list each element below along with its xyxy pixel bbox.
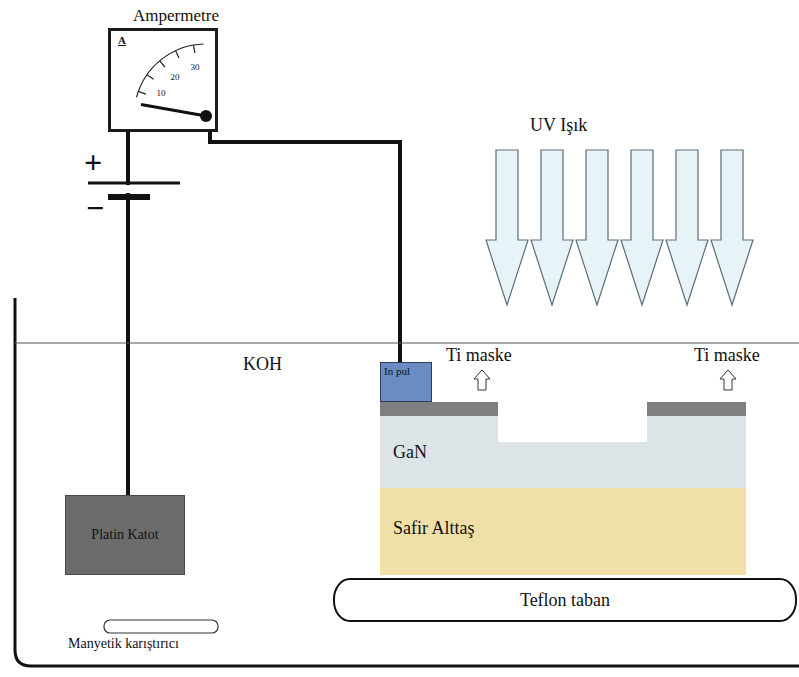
scale-number: 10 — [157, 89, 166, 98]
battery-plate — [108, 194, 150, 200]
meter-scale — [137, 44, 204, 97]
liquid-surface — [15, 343, 799, 344]
node-label: Platin Katot — [91, 527, 158, 543]
uv-arrows — [486, 150, 753, 305]
uv-arrow — [486, 150, 528, 305]
node-label: Safir Alttaş — [393, 518, 475, 539]
uv-arrow — [531, 150, 573, 305]
part-label: Manyetik karıştırıcı — [68, 637, 179, 651]
scale-number: 20 — [171, 73, 180, 82]
teflon-base: Teflon taban — [333, 578, 797, 622]
gan-layer-outline — [380, 416, 746, 488]
uv-arrow — [711, 150, 753, 305]
light-label: UV Işık — [530, 116, 587, 134]
meter-tick — [194, 45, 195, 53]
gan-shape — [380, 416, 746, 488]
pointer-arrow — [720, 370, 736, 390]
gan-layer: GaN — [380, 416, 746, 488]
uv-arrow — [666, 150, 708, 305]
ti-mask — [380, 402, 498, 416]
ti-mask — [647, 402, 746, 416]
meter-tick — [138, 91, 146, 94]
meter-tick — [160, 61, 165, 67]
part-label: Ti maske — [446, 346, 512, 364]
indium-contact: In pul — [380, 362, 432, 402]
meter-tick — [147, 75, 154, 80]
wire — [210, 132, 400, 362]
teflon-shape — [334, 579, 796, 621]
platinum-cathode: Platin Katot — [65, 495, 185, 575]
polarity-sign: − — [86, 192, 104, 224]
meter-ticks — [138, 45, 195, 94]
polarity-sign: + — [84, 146, 102, 178]
uv-arrow — [576, 150, 618, 305]
stirrer-bar — [104, 620, 218, 633]
meter-tick — [176, 51, 179, 58]
meter-needle — [141, 105, 206, 117]
sapphire-substrate: Safir Alttaş — [380, 488, 746, 575]
node-label: Ampermetre — [108, 6, 244, 26]
battery-gap — [120, 185, 136, 193]
battery-plate — [88, 182, 180, 185]
meter-knob — [200, 110, 212, 122]
node-label: GaN — [393, 442, 427, 463]
meter-face — [111, 31, 215, 129]
uv-arrow — [621, 150, 663, 305]
node-label: Teflon taban — [520, 590, 610, 611]
part-label: Ti maske — [694, 346, 760, 364]
scale-number: 30 — [191, 63, 200, 72]
pointer-arrow — [474, 370, 490, 390]
unit-symbol: A — [118, 35, 126, 46]
beaker-wall — [15, 298, 799, 666]
node-label: In pul — [384, 365, 410, 378]
electrolyte-label: KOH — [243, 355, 282, 373]
